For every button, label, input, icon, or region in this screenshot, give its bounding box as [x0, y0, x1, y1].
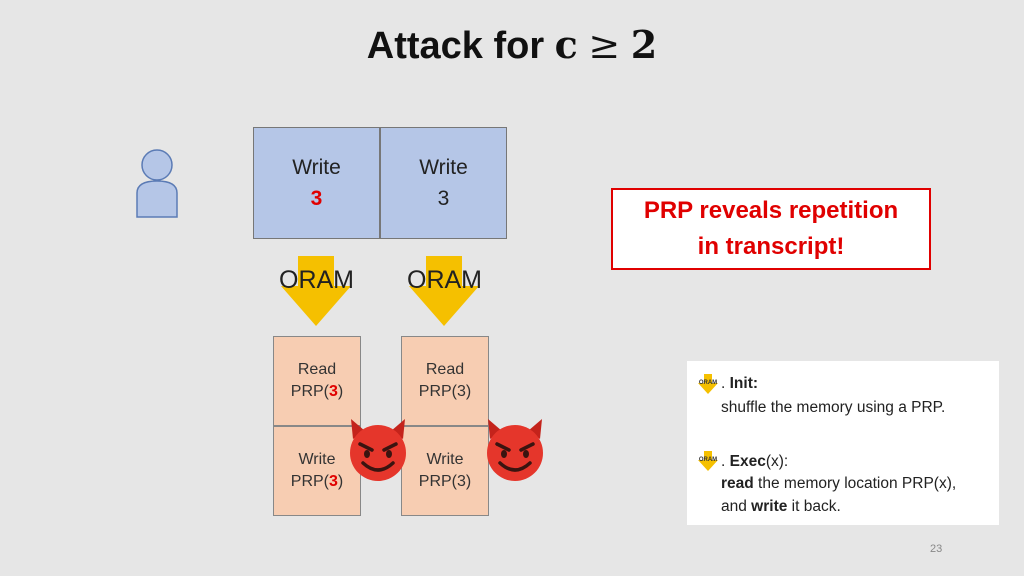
- exec-read-description: read the memory location PRP(x),: [721, 475, 957, 492]
- alert-box: PRP reveals repetition in transcript!: [611, 188, 931, 270]
- read-label: Read: [425, 361, 465, 378]
- write-box-1: Write 3: [253, 127, 380, 239]
- read-operation: PRP(3): [418, 383, 472, 400]
- devil-icon: [487, 419, 543, 481]
- title-number: 2: [630, 22, 658, 67]
- write-cell-2: Write PRP(3): [401, 426, 489, 516]
- user-icon: [136, 149, 178, 218]
- init-line: . Init:: [721, 375, 759, 392]
- page-number: 23: [930, 543, 943, 555]
- mini-oram-arrow-icon: ORAM: [697, 374, 719, 394]
- slide-title: Attack for c ≥ 2: [0, 22, 1024, 68]
- write-label: Write: [292, 156, 341, 179]
- write-box-2: Write 3: [380, 127, 507, 239]
- write-label: Write: [419, 156, 468, 179]
- devil-icon: [350, 419, 406, 481]
- exec-line: . Exec(x):: [721, 453, 789, 470]
- read-cell-1: Read PRP(3): [273, 336, 361, 426]
- down-arrow-icon: [281, 256, 351, 326]
- oram-label: ORAM: [279, 266, 354, 294]
- title-operator: ≥: [588, 23, 621, 67]
- exec-write-description: and write it back.: [721, 498, 841, 515]
- title-text: Attack for: [366, 25, 555, 67]
- write-operation: PRP(3): [418, 473, 472, 490]
- write-value: 3: [437, 187, 450, 210]
- title-variable: c: [554, 22, 578, 67]
- write-label: Write: [298, 451, 336, 468]
- mini-oram-arrow-icon: ORAM: [697, 451, 719, 471]
- write-value-highlight: 3: [310, 187, 323, 210]
- alert-line-2: in transcript!: [697, 233, 845, 260]
- write-label: Write: [426, 451, 464, 468]
- explanation-panel: ORAM . Init: shuffle the memory using a …: [687, 361, 999, 525]
- write-operation: PRP(3): [290, 473, 344, 490]
- oram-label: ORAM: [407, 266, 482, 294]
- init-description: shuffle the memory using a PRP.: [721, 399, 946, 416]
- read-cell-2: Read PRP(3): [401, 336, 489, 426]
- read-label: Read: [297, 361, 337, 378]
- alert-line-1: PRP reveals repetition: [643, 197, 899, 224]
- down-arrow-icon: [409, 256, 479, 326]
- read-operation: PRP(3): [290, 383, 344, 400]
